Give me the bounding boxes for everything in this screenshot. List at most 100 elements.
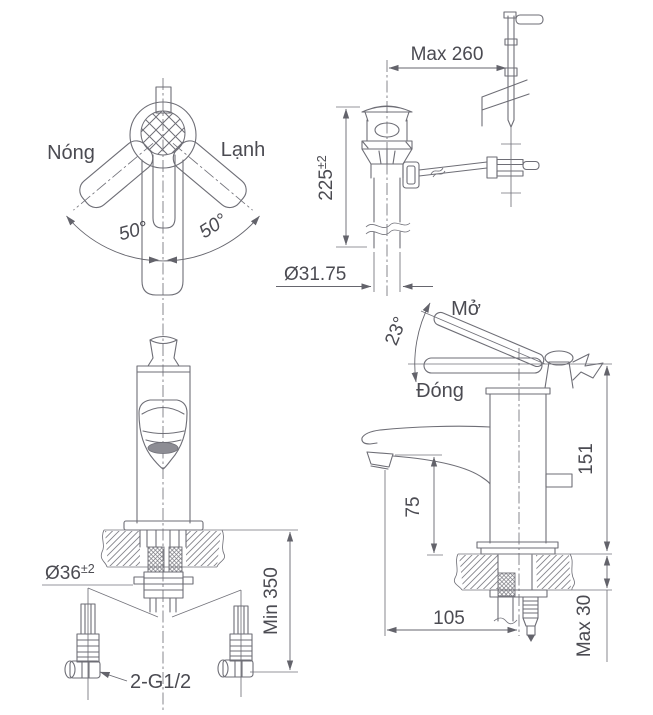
faucet-body-side: [489, 393, 547, 544]
handle-hot-position: [73, 140, 154, 211]
handle-boss-outer: [129, 101, 197, 169]
clevis-pin: [522, 160, 540, 171]
dim-body-dia: Ø36±2: [45, 562, 95, 584]
ext-lines-dia: [373, 252, 401, 292]
front-view: Ø36±2 2-G1/2 Min 350: [42, 303, 298, 710]
spout-underside: [392, 455, 491, 485]
rod-tip: [526, 625, 536, 636]
rod-tip-arrow: [527, 635, 535, 642]
rod-collar-upper: [504, 38, 518, 46]
handle-open-position: [433, 311, 545, 368]
counter-side-ragged: [453, 553, 575, 591]
nut-stud-left: [133, 576, 145, 585]
dim-max-260: Max 260: [411, 44, 484, 65]
handle-cap: [149, 335, 178, 359]
drain-body: [366, 119, 408, 142]
lift-rod-knob: [515, 14, 544, 25]
drain-view: Max 260 225±2 Ø31.75: [276, 11, 544, 296]
counter-hatch-right: [186, 531, 221, 566]
ext-ticks-min350: [222, 529, 298, 673]
base-flange-front: [123, 520, 204, 531]
tailpipe-lower: [373, 231, 401, 249]
rod-valve: [522, 617, 539, 627]
aerator-outlet: [147, 442, 179, 454]
handle-flare: [147, 357, 180, 367]
side-view: 23° Mở Đóng 151: [361, 298, 612, 662]
handle-tail: [572, 353, 604, 381]
threaded-shank-left: [147, 546, 165, 573]
handle-hub: [544, 361, 574, 389]
overflow-hole: [374, 122, 400, 138]
popup-cap: [361, 105, 413, 122]
clevis-plate-top: [496, 158, 524, 166]
dim-angle-right: 50°: [196, 210, 232, 243]
supply-tube-side: [497, 596, 514, 622]
lift-rod-cap: [503, 11, 517, 19]
lock-flange: [489, 589, 548, 598]
supply-hose-right: [217, 605, 254, 678]
linkage-rod: [418, 161, 488, 177]
mounting-nut-ribs: [143, 577, 184, 591]
dim-max-30: Max 30: [574, 595, 595, 657]
lift-rod: [507, 15, 515, 128]
clevis-block: [486, 156, 498, 179]
handle-hub-top: [544, 350, 574, 366]
lever-tip: [155, 86, 172, 114]
clevis-plate-bottom: [496, 170, 524, 177]
label-thread: 2-G1/2: [130, 671, 191, 693]
ext-ticks-75: [395, 454, 443, 556]
dim-151: 151: [576, 443, 597, 475]
handle-cold-position: [172, 140, 253, 211]
label-cold: Lạnh: [221, 139, 266, 161]
tailpipe-upper: [373, 177, 401, 223]
dim-225: 225±2: [315, 155, 337, 201]
dim-75: 75: [403, 496, 424, 517]
mounting-nut: [143, 571, 184, 599]
body-top-cap: [485, 387, 551, 395]
nut-stud-right: [182, 576, 194, 585]
rod-collar-lower: [504, 67, 518, 77]
dim-handle-angle: 23°: [381, 314, 411, 349]
pivot-port: [402, 161, 420, 189]
drain-taper: [361, 148, 413, 165]
label-closed: Đóng: [416, 380, 464, 402]
counter-side-hatch-left: [459, 555, 498, 589]
label-open: Mở: [451, 298, 481, 320]
faucet-body-front: [136, 365, 191, 524]
spout-nozzle: [366, 451, 394, 470]
thread-leader: [99, 671, 128, 682]
ext-ticks-225: [336, 106, 367, 248]
shank-tubes: [139, 529, 187, 548]
threaded-stud-side: [497, 572, 516, 597]
supply-hose-left: [64, 603, 101, 679]
shank-bottom-tubes: [149, 597, 177, 613]
swing-arc: [66, 215, 260, 262]
base-flange-side-2: [480, 547, 556, 555]
counter-hatch-left: [105, 531, 140, 566]
dim-105: 105: [433, 608, 465, 629]
top-view: Nóng Lạnh 50° 50°: [47, 78, 265, 300]
angle-reference-lines: [408, 310, 612, 365]
connecting-rod: [501, 127, 521, 207]
spring-clip: [481, 79, 530, 127]
counter-side-hatch-right: [536, 555, 571, 589]
hose-leader-lines: [87, 587, 242, 700]
supply-tube-break: [493, 617, 518, 625]
linkage-break: [430, 167, 446, 178]
shank-side-tubes: [497, 554, 533, 591]
label-hot: Nóng: [47, 142, 95, 164]
threaded-shank-right: [168, 546, 183, 573]
spout-top-edge: [361, 425, 491, 445]
dim-angle-left: 50°: [117, 218, 151, 246]
popup-rod-lower: [522, 596, 539, 619]
popup-rod-stub: [545, 473, 573, 488]
spout-outer: [141, 159, 184, 296]
spout-scoop: [138, 399, 188, 470]
arc-center-arrow-right: [167, 256, 177, 264]
dim-pipe-dia: Ø31.75: [284, 264, 346, 285]
spout-inner: [152, 154, 176, 229]
arc-center-arrow-left: [149, 256, 159, 264]
dim-min-350: Min 350: [261, 567, 282, 635]
